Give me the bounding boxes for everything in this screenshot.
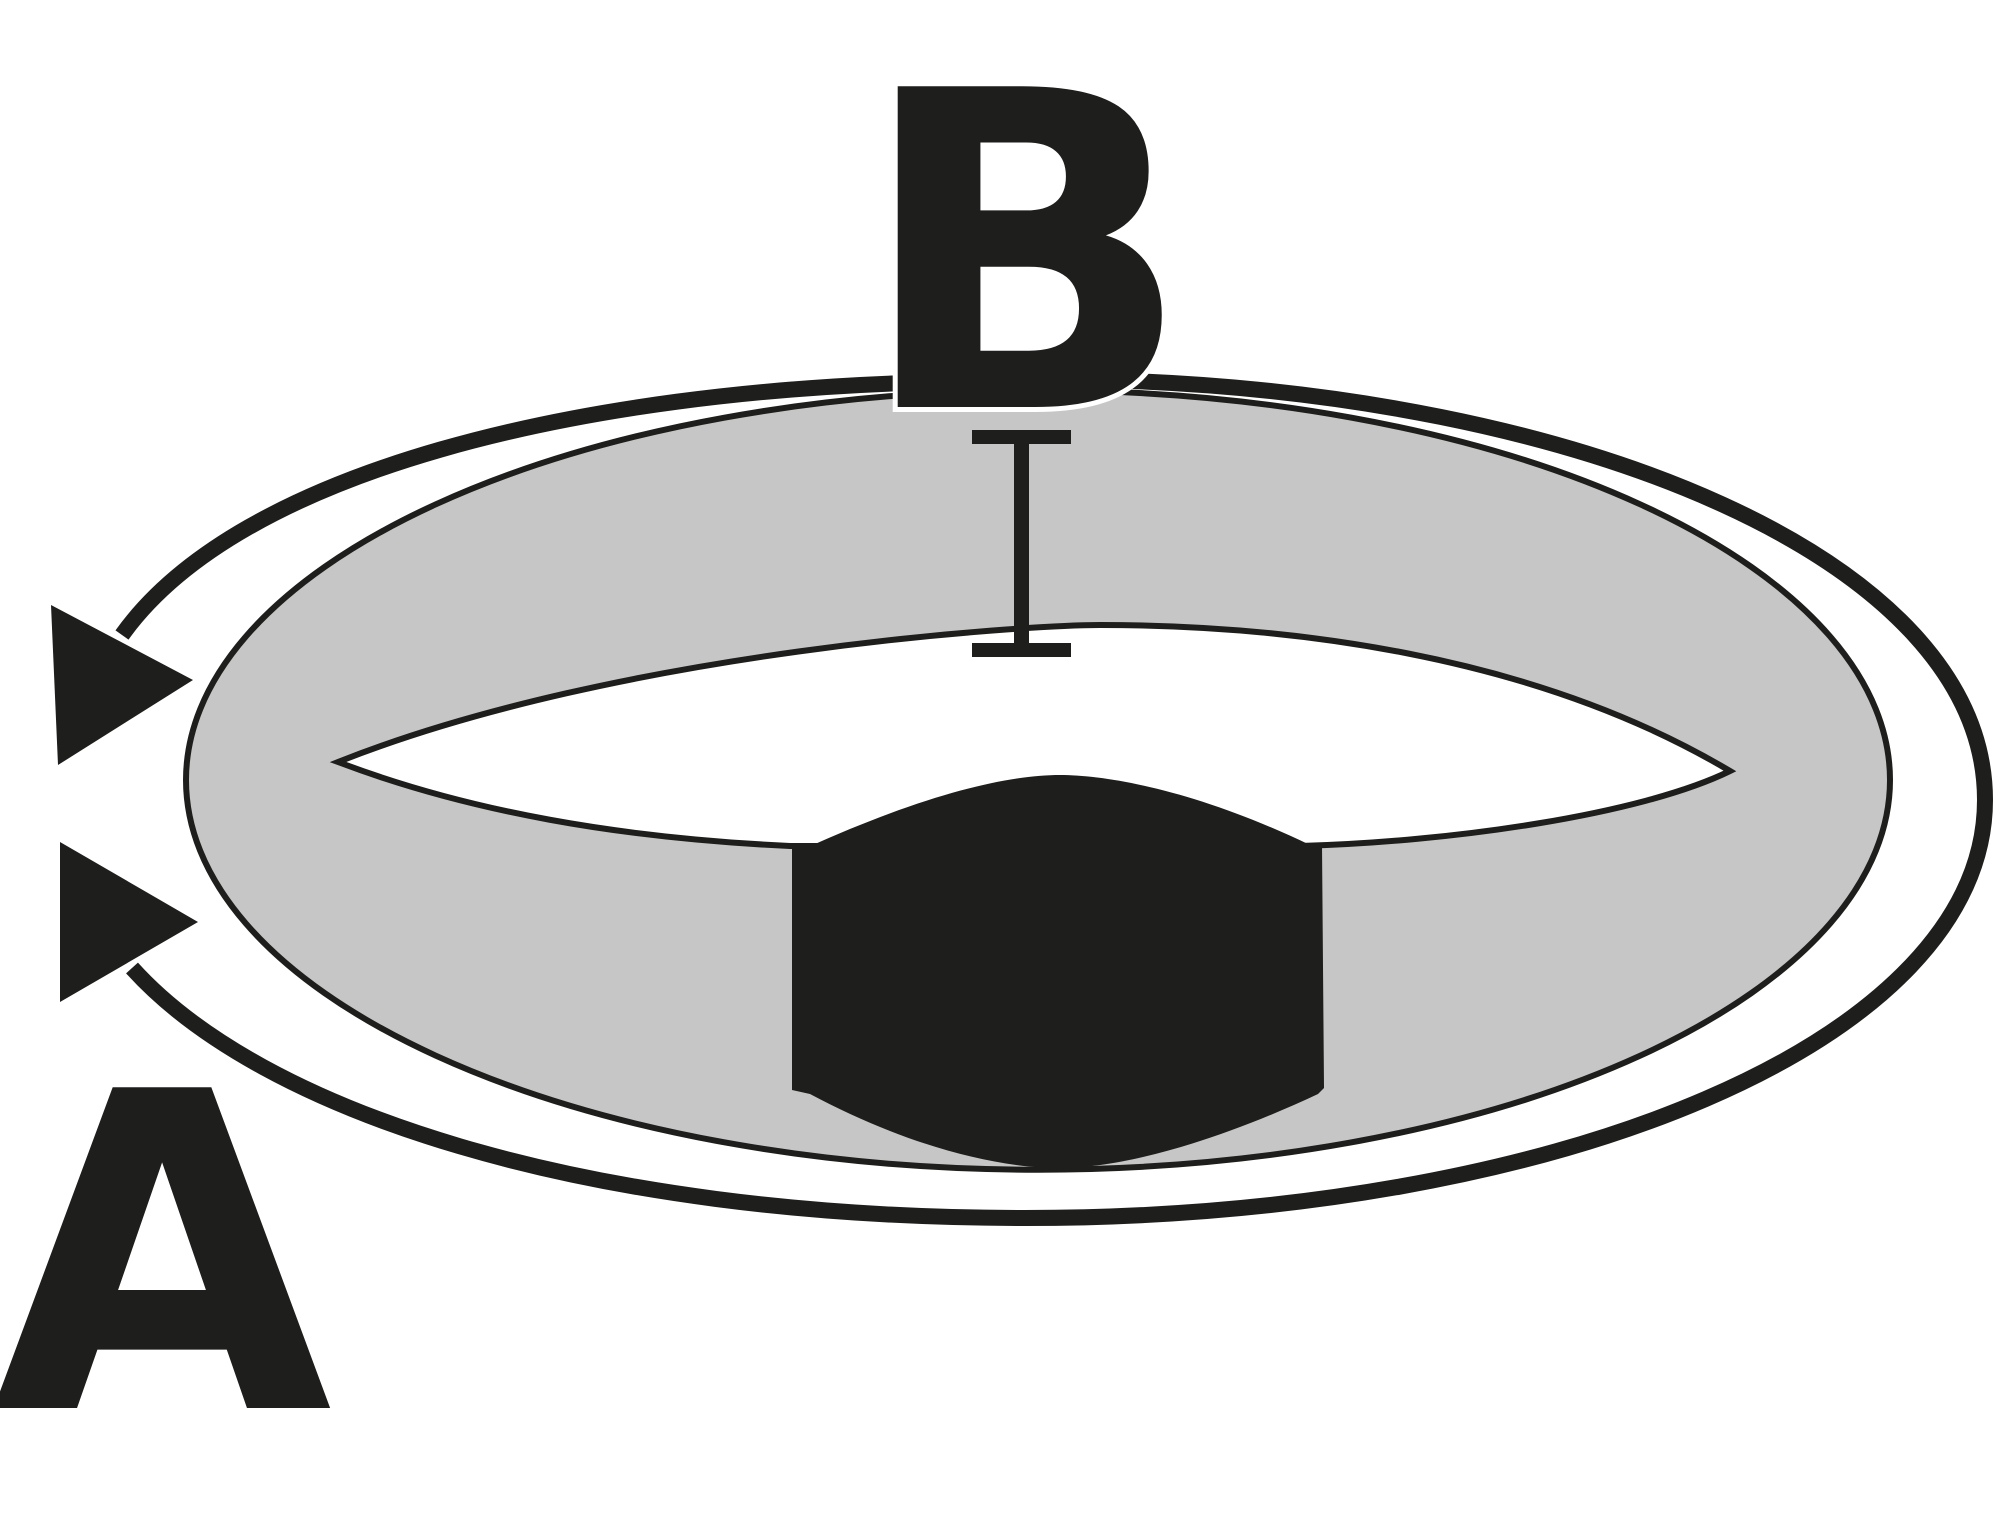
label-b: B — [857, 0, 1192, 511]
grip-band — [792, 775, 1324, 1168]
lower-arrowhead-icon — [60, 842, 198, 1002]
thickness-marker-i-beam-icon — [972, 430, 1071, 657]
wheel-ring — [182, 387, 1894, 1173]
label-a: A — [0, 1000, 335, 1512]
upper-arrowhead-icon — [51, 605, 193, 765]
circumference-arc — [115, 372, 1994, 1227]
